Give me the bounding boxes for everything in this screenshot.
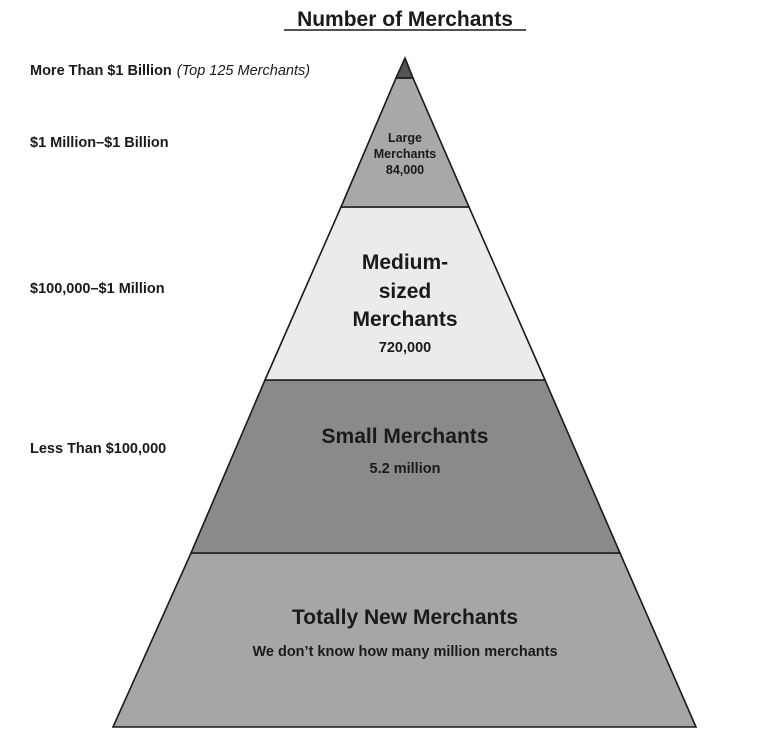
medium-merchants-name-line1: Medium-	[362, 251, 448, 274]
large-merchants-count: 84,000	[386, 163, 424, 177]
medium-merchants-count: 720,000	[379, 340, 431, 356]
side-label-top-text: More Than $1 Billion	[30, 63, 172, 79]
large-merchants-name-line2: Merchants	[374, 147, 437, 161]
medium-merchants-name-line3: Merchants	[352, 308, 457, 331]
side-label-medium: $100,000–$1 Million	[30, 281, 165, 297]
tier-top-merchants	[394, 55, 415, 79]
diagram-title: Number of Merchants	[297, 8, 513, 31]
small-merchants-count: 5.2 million	[370, 461, 441, 477]
large-merchants-name-line1: Large	[388, 131, 422, 145]
side-label-top-note: (Top 125 Merchants)	[177, 63, 310, 79]
new-merchants-count: We don’t know how many million merchants	[252, 644, 557, 660]
tier-totally-new-merchants	[111, 552, 698, 728]
side-label-top: More Than $1 Billion (Top 125 Merchants)	[30, 63, 310, 79]
small-merchants-name: Small Merchants	[322, 425, 489, 448]
medium-merchants-name-line2: sized	[379, 280, 432, 303]
side-label-large: $1 Million–$1 Billion	[30, 135, 169, 151]
new-merchants-name: Totally New Merchants	[292, 606, 518, 629]
side-label-small: Less Than $100,000	[30, 441, 166, 457]
